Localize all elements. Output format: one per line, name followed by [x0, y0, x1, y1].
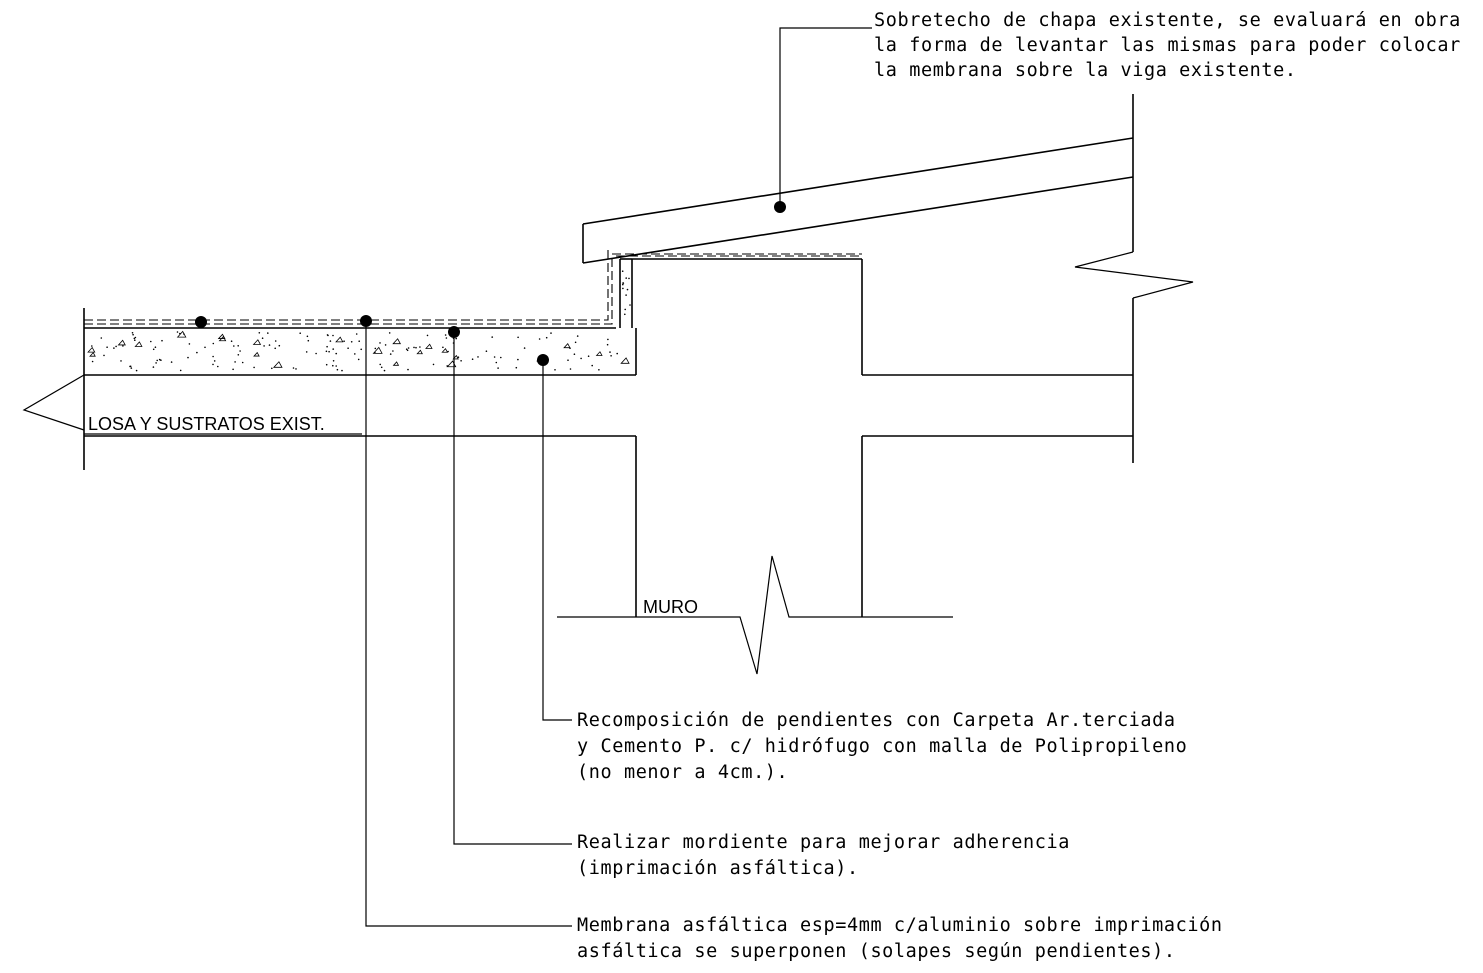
note-line: Sobretecho de chapa existente, se evalua…: [874, 10, 1461, 31]
note-recomposicion: Recomposición de pendientes con Carpeta …: [577, 710, 1187, 783]
slab: [83, 308, 637, 470]
slab-label: LOSA Y SUSTRATOS EXIST.: [88, 414, 325, 434]
note-membrana: Membrana asfáltica esp=4mm c/aluminio so…: [577, 915, 1223, 962]
note-line: y Cemento P. c/ hidrófugo con malla de P…: [577, 736, 1187, 757]
note-line: Membrana asfáltica esp=4mm c/aluminio so…: [577, 915, 1223, 936]
note-line: la membrana sobre la viga existente.: [874, 60, 1297, 81]
existing-beam-right: [1074, 94, 1194, 463]
leader-lines: [365, 27, 872, 927]
note-line: (no menor a 4cm.).: [577, 762, 788, 783]
note-mordiente: Realizar mordiente para mejorar adherenc…: [577, 832, 1070, 879]
note-line: Realizar mordiente para mejorar adherenc…: [577, 832, 1070, 853]
sheet-metal-roof: [582, 137, 1134, 264]
slab-break-line: [22, 374, 85, 431]
concrete-hatch: [87, 270, 631, 372]
note-line: (imprimación asfáltica).: [577, 858, 859, 879]
note-line: la forma de levantar las mismas para pod…: [874, 35, 1461, 56]
parapet-upstand: [619, 258, 633, 328]
note-sobretecho: Sobretecho de chapa existente, se evalua…: [874, 10, 1461, 81]
wall-break-line: [557, 555, 953, 675]
leader-dots: [195, 201, 786, 366]
wall: [632, 258, 1133, 617]
note-line: Recomposición de pendientes con Carpeta …: [577, 710, 1176, 731]
asphalt-membrane: [84, 250, 862, 325]
wall-label: MURO: [643, 597, 698, 617]
note-line: asfáltica se superponen (solapes según p…: [577, 941, 1176, 962]
